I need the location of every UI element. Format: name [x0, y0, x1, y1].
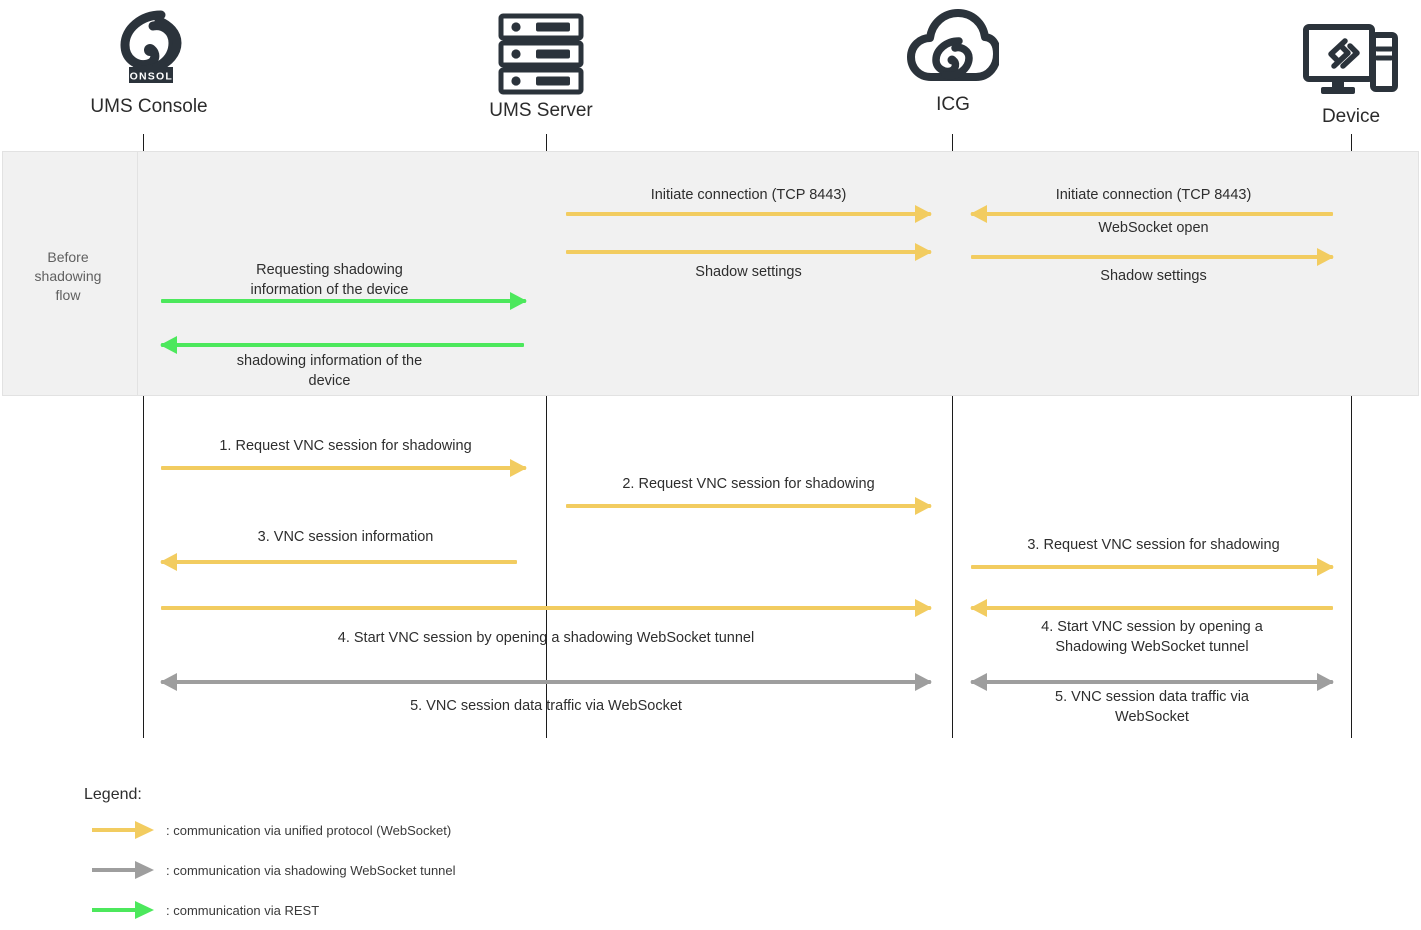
arrow-head-right	[915, 599, 932, 617]
message-label-m14: 5. VNC session data traffic via WebSocke…	[410, 698, 682, 714]
arrow-line	[161, 343, 524, 347]
phase-label-line: shadowing	[34, 268, 102, 284]
message-label-m12: 4. Start VNC session by opening a shadow…	[337, 630, 755, 646]
arrow-line	[161, 560, 517, 564]
participant-device: Device	[1231, 14, 1421, 128]
legend-arrow-gray-icon	[92, 861, 154, 879]
arrow-head-left	[970, 673, 987, 691]
participant-icg: ICG	[833, 2, 1073, 116]
arrow-head-right	[510, 459, 527, 477]
legend-arrow-yellow-icon	[92, 821, 154, 839]
arrow-head-right	[915, 497, 932, 515]
message-label-m9: 2. Request VNC session for shadowing	[622, 476, 875, 492]
message-label-m10: 3. VNC session information	[257, 529, 434, 545]
legend-item-shadowing-tunnel: : communication via shadowing WebSocket …	[92, 861, 456, 879]
message-label-line: information of the device	[250, 282, 409, 298]
arrow-line	[566, 504, 931, 508]
message-label-m8: 1. Request VNC session for shadowing	[219, 438, 472, 454]
arrow-line	[566, 212, 931, 216]
arrow-head-right	[915, 205, 932, 223]
legend-item-label: : communication via shadowing WebSocket …	[166, 862, 456, 878]
participant-label: Device	[1321, 106, 1381, 127]
message-label-line: 5. VNC session data traffic via	[1055, 689, 1249, 705]
phase-band-divider-left	[2, 151, 138, 396]
arrow-line	[971, 680, 1333, 684]
arrow-head-right	[510, 292, 527, 310]
arrow-line	[566, 250, 931, 254]
arrow-head-right	[915, 673, 932, 691]
message-label-m4: Shadow settings	[695, 264, 802, 280]
legend-item-rest: : communication via REST	[92, 901, 319, 919]
participant-label: ICG	[936, 94, 970, 115]
arrow-line	[971, 212, 1333, 216]
legend-item-unified-protocol: : communication via unified protocol (We…	[92, 821, 451, 839]
participant-label: UMS Console	[90, 96, 208, 117]
arrow-line	[161, 299, 526, 303]
arrow-line	[971, 255, 1333, 259]
message-label-m11: 3. Request VNC session for shadowing	[1027, 537, 1280, 553]
monitor-device-icon	[1231, 14, 1421, 106]
phase-band-before-shadowing	[2, 151, 1419, 396]
arrow-head-right	[1317, 248, 1334, 266]
legend-item-label: : communication via REST	[166, 902, 320, 918]
arrow-head-left	[160, 673, 177, 691]
message-label-m6: Requesting shadowing information of the …	[163, 260, 496, 300]
phase-label: Before shadowing flow	[8, 248, 128, 305]
arrow-head-left	[970, 599, 987, 617]
arrow-line	[161, 606, 931, 610]
message-label-m3: WebSocket open	[1098, 220, 1209, 236]
legend-arrow-green-icon	[92, 901, 154, 919]
arrow-head-right	[1317, 673, 1334, 691]
arrow-head-left	[160, 553, 177, 571]
arrow-line	[971, 606, 1333, 610]
participant-ums-console: CONSOLE UMS Console	[29, 4, 269, 118]
message-label-m15: 5. VNC session data traffic via WebSocke…	[971, 687, 1333, 727]
message-label-line: WebSocket	[1115, 709, 1189, 725]
lifeline-icg	[952, 134, 953, 738]
arrow-head-right	[915, 243, 932, 261]
phase-label-line: flow	[55, 287, 81, 303]
arrow-line	[161, 680, 931, 684]
lifeline-device	[1351, 134, 1352, 738]
message-label-m7: shadowing information of the device	[163, 351, 496, 391]
participant-label: UMS Server	[489, 100, 593, 121]
server-rack-icon	[421, 8, 661, 100]
message-label-line: shadowing information of the	[236, 353, 423, 369]
svg-text:CONSOLE: CONSOLE	[121, 71, 181, 83]
message-label-line: device	[308, 373, 351, 389]
message-label-line: Requesting shadowing	[256, 262, 403, 278]
lifeline-ums-server	[546, 134, 547, 738]
message-label-m1: Initiate connection (TCP 8443)	[650, 187, 847, 203]
message-label-m13: 4. Start VNC session by opening a Shadow…	[971, 617, 1333, 657]
arrow-line	[971, 565, 1333, 569]
legend-item-label: : communication via unified protocol (We…	[166, 822, 452, 838]
participant-ums-server: UMS Server	[421, 8, 661, 122]
message-label-line: Shadowing WebSocket tunnel	[1055, 639, 1249, 655]
lifeline-ums-console	[143, 134, 144, 738]
arrow-head-left	[160, 336, 177, 354]
legend-title: Legend:	[84, 786, 142, 803]
arrow-head-right	[1317, 558, 1334, 576]
ums-console-logo-icon: CONSOLE	[29, 4, 269, 96]
phase-label-line: Before	[47, 249, 89, 265]
arrow-head-left	[970, 205, 987, 223]
message-label-m2: Initiate connection (TCP 8443)	[1055, 187, 1252, 203]
cloud-gateway-icon	[833, 2, 1073, 94]
message-label-line: 4. Start VNC session by opening a	[1041, 619, 1263, 635]
message-label-m5: Shadow settings	[1100, 268, 1207, 284]
arrow-line	[161, 466, 526, 470]
